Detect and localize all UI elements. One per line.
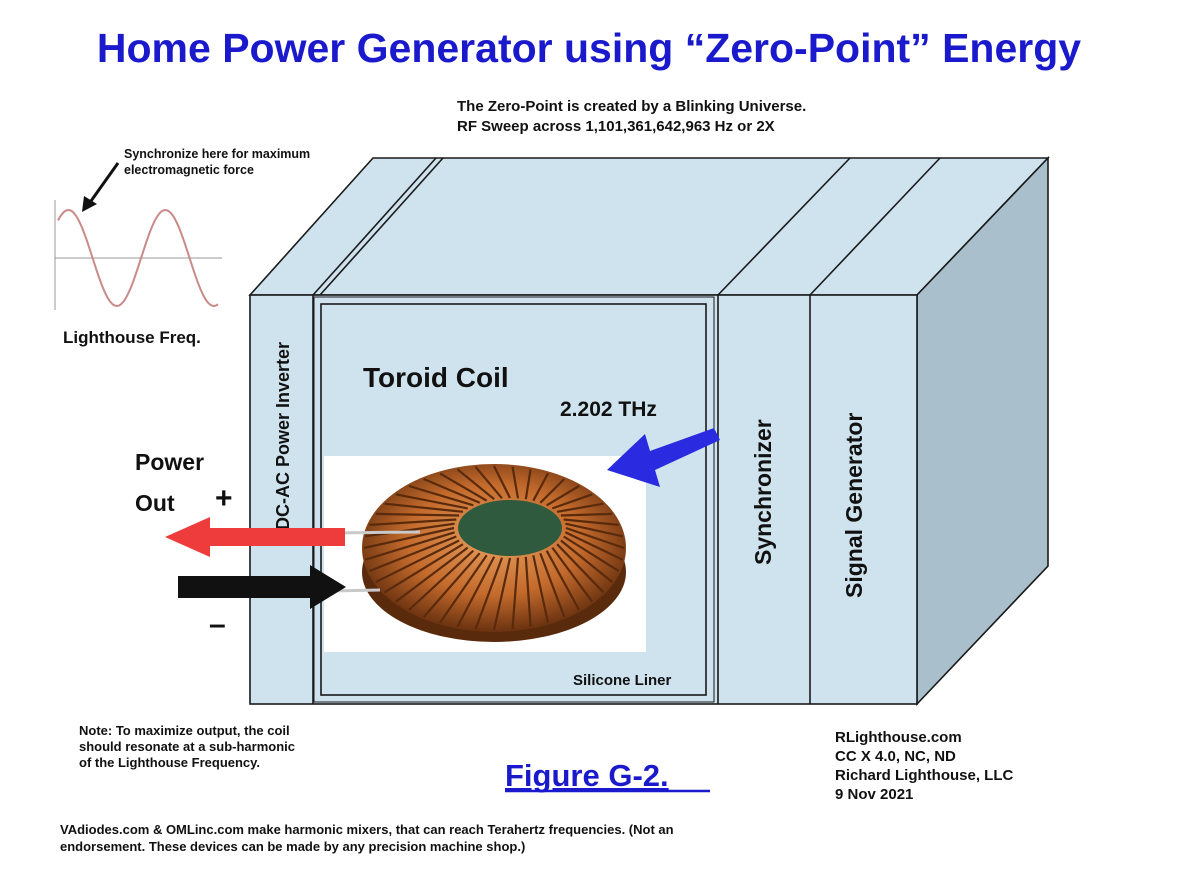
coil-wrap	[560, 512, 613, 517]
coil-wrap	[493, 465, 511, 499]
credits-line-3: Richard Lighthouse, LLC	[835, 767, 1013, 784]
coil-wrap	[551, 546, 594, 603]
power-out-label-line-1: Power	[135, 449, 204, 475]
power-out-arrow-icon	[165, 517, 345, 557]
plus-sign: +	[215, 482, 233, 515]
coil-wrap	[408, 549, 475, 611]
coil-wrap	[375, 539, 460, 584]
coil-wrap	[384, 543, 464, 594]
subtitle-line-2: RF Sweep across 1,101,361,642,963 Hz or …	[457, 118, 775, 135]
toroid-coil-label: Toroid Coil	[363, 362, 509, 393]
synchronizer-label: Synchronizer	[750, 419, 776, 565]
coil-wrap	[492, 557, 512, 631]
coil-wrap	[511, 557, 520, 630]
coil-wrap	[539, 478, 566, 504]
credits-line-4: 9 Nov 2021	[835, 786, 913, 803]
coil-wrap	[363, 526, 455, 550]
coil-wrap	[423, 477, 481, 504]
coil-wrap	[456, 468, 495, 501]
coil-wrap	[364, 531, 455, 561]
subtitle-line-1: The Zero-Point is created by a Blinking …	[457, 98, 806, 115]
minus-sign: –	[209, 608, 226, 641]
inverter-label: DC-AC Power Inverter	[273, 342, 293, 530]
coil-wrap	[456, 556, 496, 628]
coil-wrap	[524, 469, 532, 500]
sine-wave	[57, 208, 219, 308]
coil-wrap	[565, 526, 625, 550]
coil-wrap	[551, 493, 593, 510]
wave-label: Lighthouse Freq.	[63, 328, 201, 347]
coil-wrap	[524, 556, 532, 627]
footer-line-1: VAdiodes.com & OMLinc.com make harmonic …	[60, 822, 674, 837]
figure-label: Figure G-2.	[505, 758, 669, 793]
coil-wrap	[439, 554, 488, 624]
coil-wrap	[395, 546, 469, 603]
coil-wrap	[564, 531, 624, 561]
footer-line-2: endorsement. These devices can be made b…	[60, 839, 525, 854]
coil-wrap	[408, 484, 474, 507]
coil-wrap	[439, 472, 488, 502]
coil-wrap	[565, 522, 623, 538]
annotation-arrow-icon	[82, 162, 120, 212]
wave-annotation-line-1: Synchronize here for maximum	[124, 147, 310, 161]
input-arrow-icon	[607, 428, 720, 487]
coil-wrap	[369, 518, 457, 526]
coil-wrap	[560, 539, 613, 583]
coil-wrap	[474, 466, 503, 500]
note-line-2: should resonate at a sub-harmonic	[79, 739, 295, 754]
silicone-liner	[320, 303, 707, 696]
signal-generator-label: Signal Generator	[841, 413, 867, 598]
coil-wrap	[384, 502, 464, 513]
coil-wrap	[375, 512, 460, 517]
coil-wrap	[395, 493, 468, 510]
coil-wrap	[474, 557, 504, 630]
coil-wrap	[532, 555, 550, 623]
coil-wrap	[422, 552, 481, 618]
frequency-label: 2.202 THz	[560, 398, 657, 421]
sine-wave-graphic	[54, 200, 222, 310]
coil-wrap	[563, 535, 620, 573]
box-top-face	[248, 157, 1050, 296]
note-line-3: of the Lighthouse Frequency.	[79, 755, 260, 770]
toroid-coil-graphic	[362, 464, 626, 642]
coil-wrap	[532, 472, 549, 502]
credits-line-2: CC X 4.0, NC, ND	[835, 748, 956, 765]
coil-wrap	[365, 522, 455, 538]
coil-wrap	[539, 552, 566, 618]
note-line-1: Note: To maximize output, the coil	[79, 723, 290, 738]
power-out-label-line-2: Out	[135, 490, 175, 516]
coil-wrap	[563, 518, 619, 526]
coil-wrap	[556, 543, 605, 594]
coil-wrap	[556, 502, 604, 513]
page-title: Home Power Generator using “Zero-Point” …	[97, 25, 1081, 71]
return-arrow-icon	[178, 565, 346, 609]
coil-core-hole	[458, 500, 562, 556]
coil-wrap	[511, 466, 520, 499]
credits-line-1: RLighthouse.com	[835, 729, 962, 746]
coil-wrap	[368, 535, 457, 573]
coil-wrap	[546, 485, 580, 507]
wave-annotation-line-2: electromagnetic force	[124, 163, 254, 177]
coil-wrap	[545, 550, 581, 611]
silicone-liner-label: Silicone Liner	[573, 672, 672, 689]
